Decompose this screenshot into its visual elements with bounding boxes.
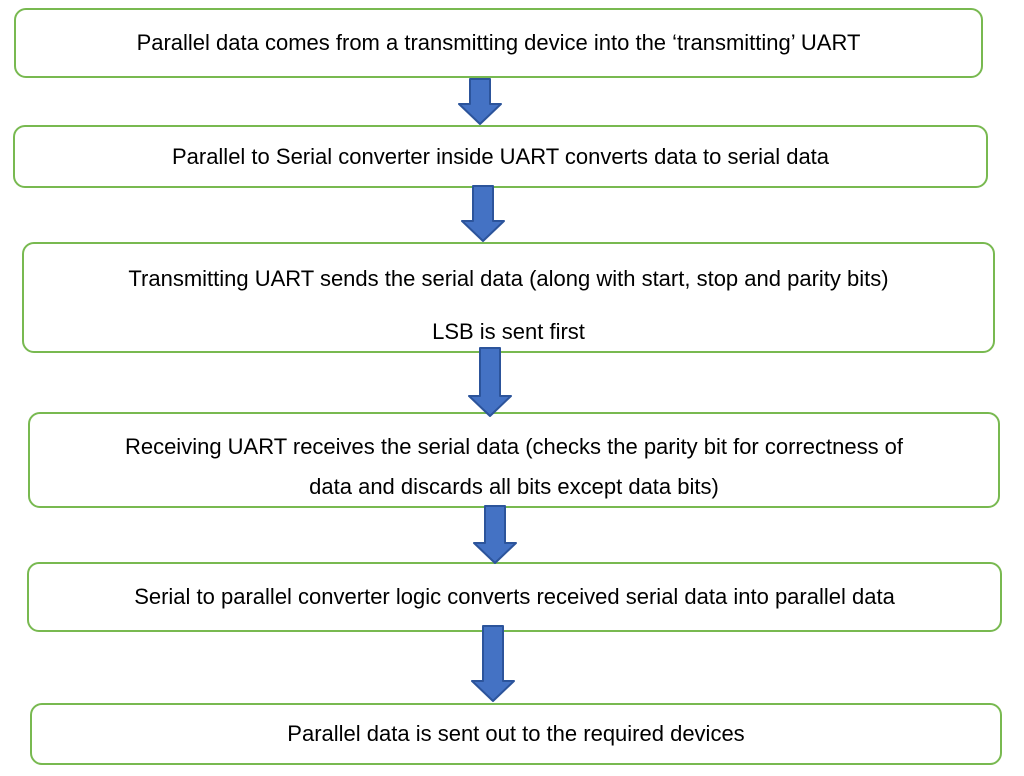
flow-step-2: Parallel to Serial converter inside UART… [13,125,988,188]
down-arrow-icon [458,78,502,125]
flow-step-6-text: Parallel data is sent out to the require… [287,721,745,746]
flow-step-4-text-line2: data and discards all bits except data b… [309,474,719,499]
flow-step-5-text: Serial to parallel converter logic conve… [134,584,895,609]
down-arrow-icon [468,347,512,417]
flow-step-1: Parallel data comes from a transmitting … [14,8,983,78]
down-arrow-icon [461,185,505,242]
flow-step-1-text: Parallel data comes from a transmitting … [136,30,861,55]
down-arrow-icon [473,505,517,564]
flow-step-4: Receiving UART receives the serial data … [28,412,1000,508]
down-arrow-icon [471,625,515,702]
flow-step-6: Parallel data is sent out to the require… [30,703,1002,765]
flow-step-3-text-line1: Transmitting UART sends the serial data … [128,266,889,291]
flow-step-5: Serial to parallel converter logic conve… [27,562,1002,632]
flow-step-3-text-line2: LSB is sent first [432,319,585,344]
flow-step-4-text-line1: Receiving UART receives the serial data … [124,434,904,459]
flow-step-3: Transmitting UART sends the serial data … [22,242,995,353]
flow-step-2-text: Parallel to Serial converter inside UART… [171,143,830,169]
